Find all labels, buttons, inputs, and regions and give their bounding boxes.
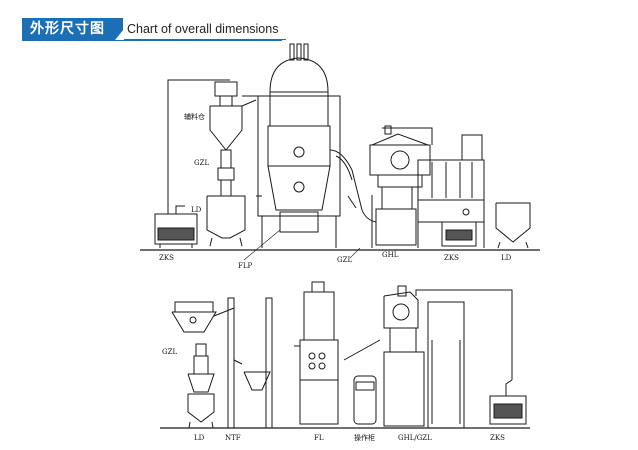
ntf-lift (213, 297, 273, 429)
bottom-gzl-ld (171, 301, 217, 429)
label-ghl: GHL (382, 251, 399, 259)
flp-fluid-bed (256, 43, 341, 248)
label-ld-right: LD (501, 254, 512, 262)
bottom-layout: GZL LD NTF FL 操作柜 GHL/GZL ZKS (160, 281, 530, 442)
label-zks-left: ZKS (159, 254, 174, 262)
label-bottom-zks: ZKS (490, 434, 505, 442)
gzl-duct (329, 149, 377, 223)
label-bottom-ld: LD (194, 434, 205, 442)
label-bottom-console: 操作柜 (354, 433, 375, 442)
zks-bottom-unit (489, 379, 527, 425)
label-flp: FLP (238, 262, 253, 270)
label-bottom-gzl: GZL (162, 348, 177, 356)
header-title-cn: 外形尺寸图 (22, 18, 111, 40)
label-bottom-ntf: NTF (225, 434, 241, 442)
header-title-en: Chart of overall dimensions (123, 18, 287, 40)
label-bottom-ghl-gzl: GHL/GZL (398, 434, 432, 442)
label-gzl: GZL (337, 256, 352, 264)
label-ld-small: LD (191, 206, 202, 214)
top-layout: ZKS 辅料仓 GZL LD FLP GZL GHL ZKS LD (140, 43, 540, 270)
zks-left-unit (154, 79, 230, 248)
header-corner-icon (111, 18, 124, 40)
zks-right-unit (441, 208, 477, 247)
section-header: 外形尺寸图 Chart of overall dimensions (22, 18, 287, 40)
ld-right-bin (495, 202, 531, 249)
right-cabinet (417, 134, 485, 248)
label-fuliao: 辅料仓 (184, 112, 205, 121)
fl-tower (294, 281, 339, 425)
label-bottom-fl: FL (314, 434, 324, 442)
control-cabinet (353, 375, 377, 425)
ghl-granulator (369, 125, 433, 248)
label-zks-right: ZKS (444, 254, 459, 262)
header-underline (22, 40, 282, 41)
bottom-ghl-gzl (343, 285, 513, 429)
label-gzl-small: GZL (194, 159, 209, 167)
auxiliary-feeder-column (206, 81, 259, 247)
